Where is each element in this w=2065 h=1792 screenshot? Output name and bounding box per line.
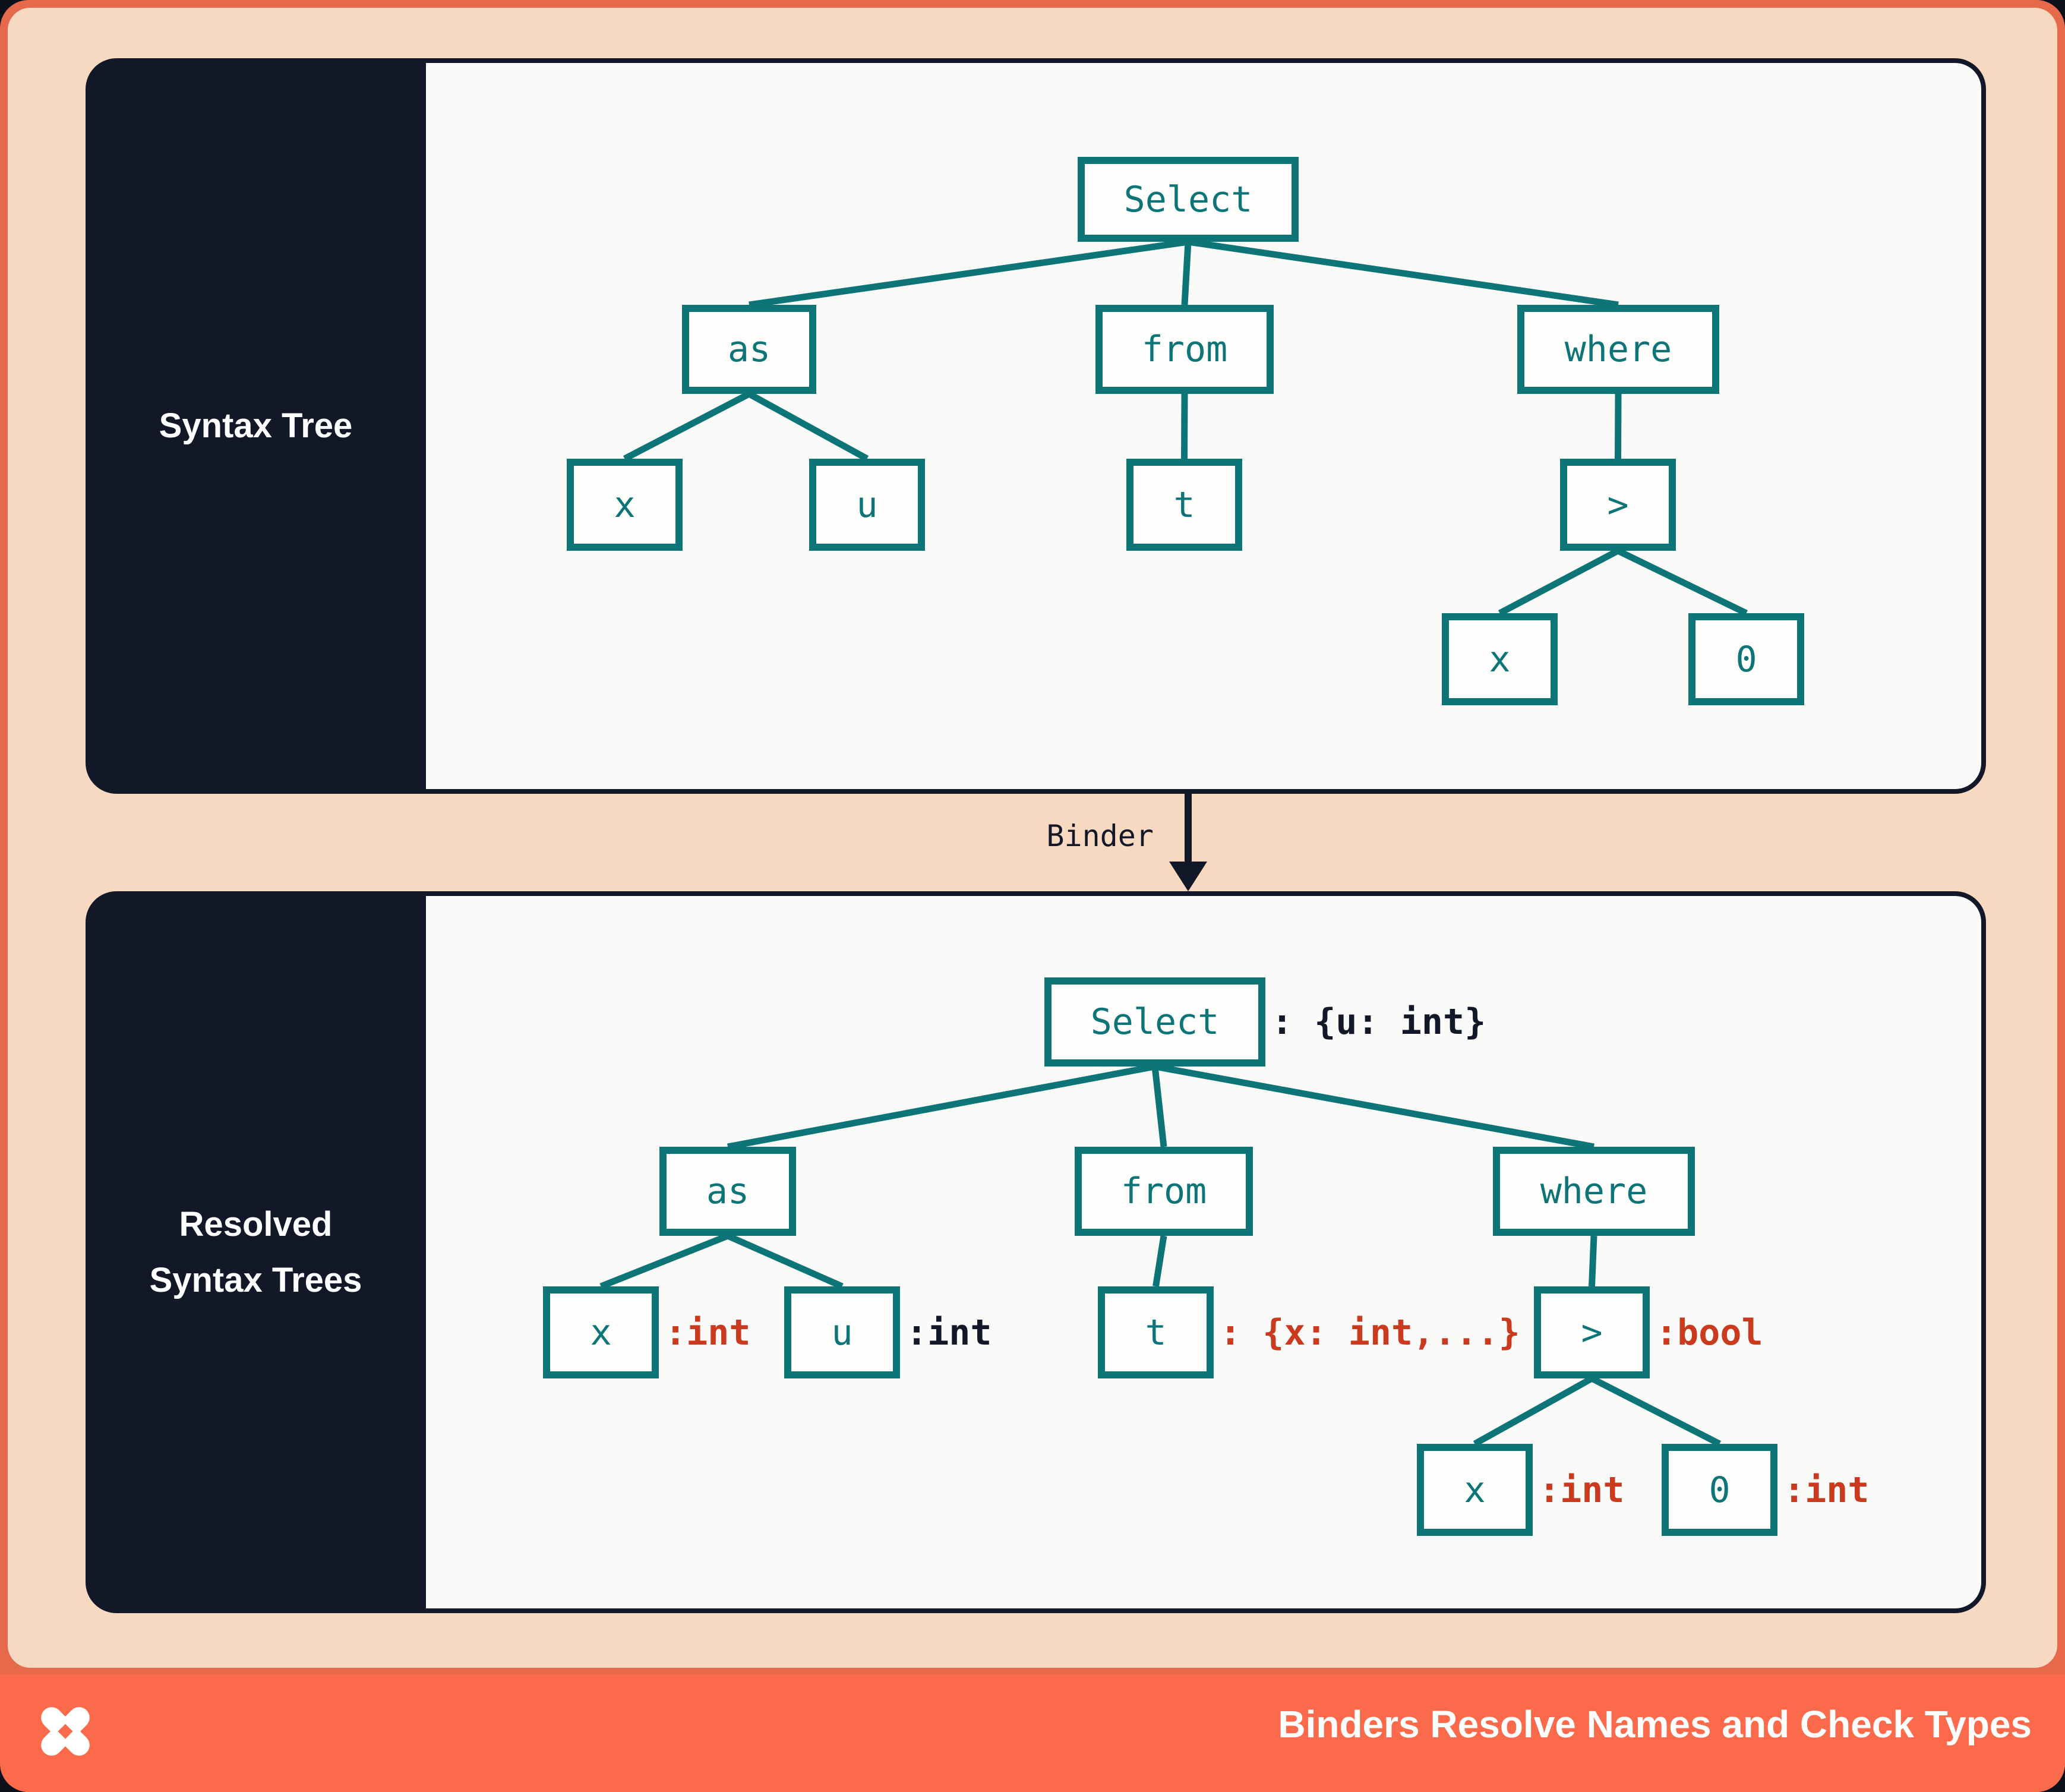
- tree-edge-as-u: [726, 1232, 844, 1290]
- tree-edge-select-where: [1154, 1063, 1594, 1150]
- type-annotation-x2: :int: [1539, 1469, 1625, 1511]
- tree-edge-as-x1: [599, 1232, 730, 1290]
- tree-edge-select-from: [1181, 241, 1192, 305]
- tree-edge-select-from: [1151, 1066, 1167, 1147]
- tree-node-select: Select: [1044, 977, 1265, 1067]
- tree-edge-select-as: [727, 1063, 1156, 1150]
- tree-node-zero: 0: [1662, 1444, 1777, 1536]
- tree-node-where: where: [1493, 1147, 1695, 1236]
- tree-node-x1: x: [543, 1286, 659, 1378]
- tree-node-x1: x: [567, 459, 683, 551]
- tree-edges: [599, 1063, 1722, 1447]
- panel-title-line: Resolved: [179, 1204, 333, 1244]
- tree-node-zero: 0: [1688, 613, 1804, 705]
- tree-node-from: from: [1075, 1147, 1253, 1236]
- type-annotation-gt: :bool: [1656, 1311, 1763, 1354]
- tree-node-t: t: [1098, 1286, 1214, 1378]
- type-annotation-select: : {u: int}: [1271, 1001, 1486, 1043]
- type-annotation-x1: :int: [665, 1311, 751, 1354]
- tree-node-u: u: [784, 1286, 900, 1378]
- tree-edge-gt-x2: [1498, 548, 1620, 616]
- binder-label: Binder: [1046, 819, 1154, 853]
- tree-node-where: where: [1517, 305, 1719, 394]
- tree-node-gt: >: [1560, 459, 1676, 551]
- tree-edge-select-where: [1188, 238, 1619, 308]
- tree-node-as: as: [682, 305, 816, 394]
- tree-edge-where-gt: [1589, 1235, 1597, 1287]
- tree-edge-as-u: [747, 391, 869, 462]
- tree-node-gt: >: [1534, 1286, 1650, 1378]
- type-annotation-u: :int: [906, 1311, 992, 1354]
- binder-arrow-icon: [1169, 793, 1207, 891]
- panel-title-line: Syntax Tree: [159, 406, 353, 446]
- dlt-logo-icon: [41, 1707, 90, 1756]
- footer-title: Binders Resolve Names and Check Types: [1278, 1703, 2032, 1746]
- tree-edge-from-t: [1153, 1235, 1167, 1287]
- type-annotation-t: : {x: int,...}: [1220, 1311, 1520, 1354]
- tree-node-as: as: [659, 1147, 796, 1236]
- tree-edge-select-as: [749, 238, 1189, 308]
- tree-node-t: t: [1126, 459, 1242, 551]
- tree-node-from: from: [1095, 305, 1274, 394]
- tree-edges: [623, 238, 1748, 616]
- tree-edge-gt-zero: [1616, 548, 1748, 616]
- tree-node-x2: x: [1417, 1444, 1533, 1536]
- tree-edge-as-x1: [623, 391, 751, 462]
- tree-edge-gt-x2: [1473, 1375, 1594, 1447]
- panel-title-syntax-tree: Syntax Tree: [86, 58, 426, 794]
- tree-node-u: u: [809, 459, 925, 551]
- footer-bar: [0, 1674, 2065, 1792]
- panel-title-line: Syntax Trees: [149, 1260, 362, 1299]
- tree-edge-where-gt: [1615, 393, 1622, 459]
- tree-node-select: Select: [1078, 157, 1299, 242]
- tree-node-x2: x: [1442, 613, 1558, 705]
- tree-edge-gt-zero: [1590, 1375, 1722, 1447]
- type-annotation-zero: :int: [1783, 1469, 1870, 1511]
